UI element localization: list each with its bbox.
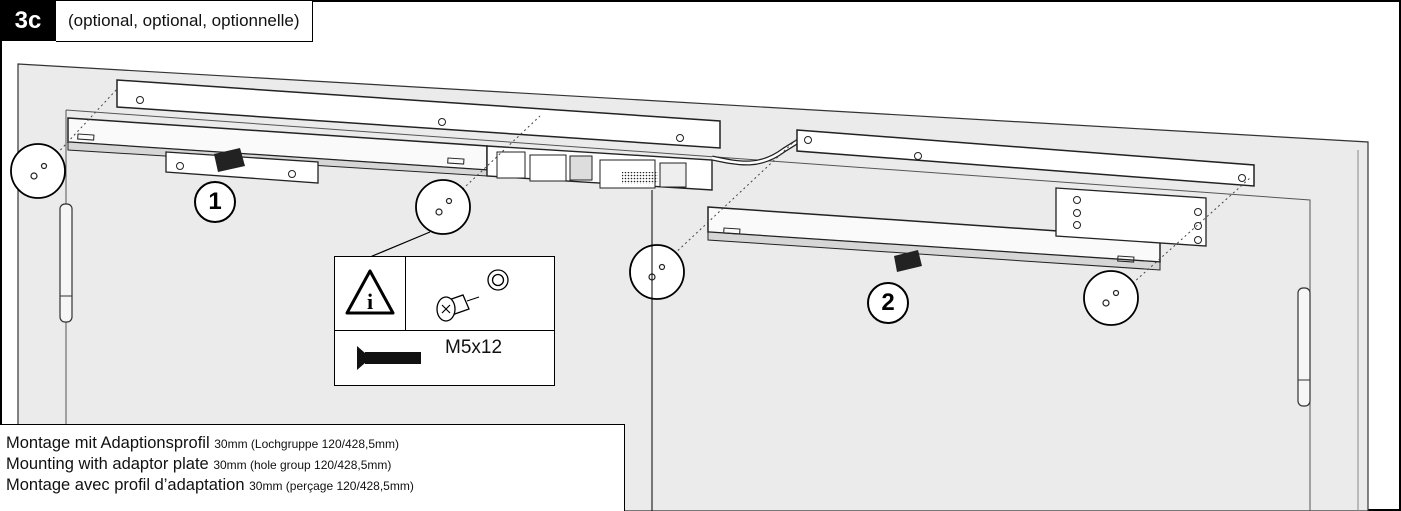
fastener-info-box: i bbox=[334, 256, 555, 386]
leader-line-info bbox=[369, 231, 431, 258]
caption-line-fr: Montage avec profil d’adaptation 30mm (p… bbox=[6, 475, 624, 496]
screw-cell bbox=[405, 257, 554, 331]
screw-spec-row bbox=[335, 330, 554, 385]
caption-detail-de: 30mm (Lochgruppe 120/428,5mm) bbox=[214, 437, 399, 451]
countersunk-screw-icon bbox=[357, 346, 421, 370]
callout-1: 1 bbox=[194, 181, 236, 223]
mounting-plate-1 bbox=[165, 148, 319, 184]
caption-main-fr: Montage avec profil d’adaptation bbox=[6, 476, 245, 494]
hinge-right bbox=[1297, 287, 1311, 407]
operator-rail-right bbox=[707, 206, 1161, 272]
hinge-left bbox=[59, 203, 73, 323]
drive-unit bbox=[486, 137, 802, 191]
caption-line-de: Montage mit Adaptionsprofil 30mm (Lochgr… bbox=[6, 433, 624, 454]
caption-main-en: Mounting with adaptor plate bbox=[6, 455, 209, 473]
door-leaf bbox=[17, 63, 1369, 511]
caption-detail-fr: 30mm (perçage 120/428,5mm) bbox=[249, 479, 414, 493]
detail-circles bbox=[10, 143, 1139, 326]
adaptor-plate-left bbox=[116, 79, 721, 149]
step-number: 3c bbox=[0, 0, 56, 41]
adaptor-plate-right bbox=[796, 129, 1255, 187]
callout-2: 2 bbox=[867, 282, 909, 324]
step-optional-note: (optional, optional, optionnelle) bbox=[56, 0, 313, 42]
door-inner-edge bbox=[65, 109, 1311, 511]
warning-info-icon: i bbox=[345, 269, 395, 315]
caption-main-de: Montage mit Adaptionsprofil bbox=[6, 434, 210, 452]
caption-detail-en: 30mm (hole group 120/428,5mm) bbox=[213, 458, 392, 472]
screw-with-washer-icon bbox=[436, 269, 509, 322]
mounting-plate-2 bbox=[1055, 187, 1207, 247]
svg-text:i: i bbox=[367, 289, 373, 314]
screw-spec-label: M5x12 bbox=[445, 337, 503, 358]
caption-box: Montage mit Adaptionsprofil 30mm (Lochgr… bbox=[0, 424, 625, 511]
warning-cell: i bbox=[335, 257, 406, 331]
caption-line-en: Mounting with adaptor plate 30mm (hole g… bbox=[6, 454, 624, 475]
